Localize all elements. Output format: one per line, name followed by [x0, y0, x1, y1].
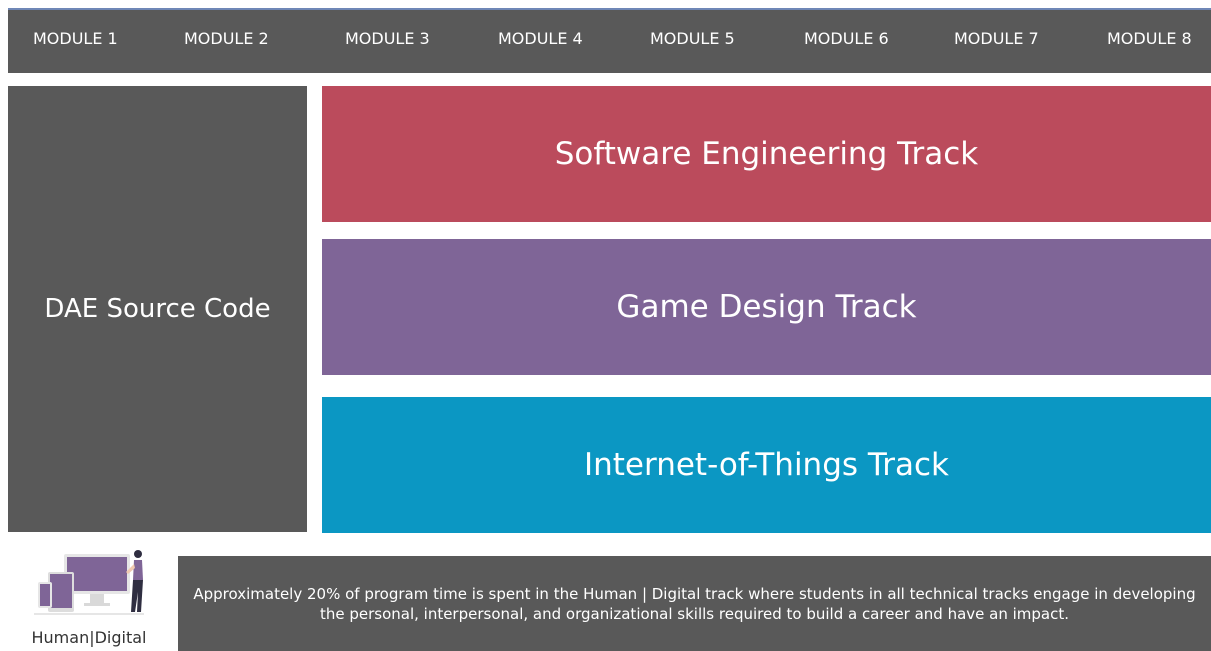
module-7-label: MODULE 7	[954, 29, 1039, 48]
module-8-label: MODULE 8	[1107, 29, 1192, 48]
dae-source-code-label: DAE Source Code	[44, 294, 271, 324]
software-engineering-track-block: Software Engineering Track	[322, 86, 1211, 222]
game-design-track-label: Game Design Track	[616, 289, 917, 325]
modules-bar: MODULE 1 MODULE 2 MODULE 3 MODULE 4 MODU…	[8, 8, 1211, 73]
software-engineering-track-label: Software Engineering Track	[554, 136, 979, 172]
human-digital-logo: Human|Digital	[24, 548, 154, 651]
internet-of-things-track-label: Internet-of-Things Track	[583, 447, 950, 483]
human-digital-description: Approximately 20% of program time is spe…	[193, 584, 1196, 623]
module-6-label: MODULE 6	[804, 29, 889, 48]
human-digital-description-block: Approximately 20% of program time is spe…	[178, 556, 1211, 651]
human-digital-illustration-icon	[34, 550, 144, 615]
dae-source-code-block: DAE Source Code	[8, 86, 307, 532]
module-5-label: MODULE 5	[650, 29, 735, 48]
module-2-label: MODULE 2	[184, 29, 269, 48]
module-1-label: MODULE 1	[33, 29, 118, 48]
human-digital-logo-label: Human|Digital	[31, 628, 147, 647]
game-design-track-block: Game Design Track	[322, 239, 1211, 375]
module-4-label: MODULE 4	[498, 29, 583, 48]
internet-of-things-track-block: Internet-of-Things Track	[322, 397, 1211, 533]
module-3-label: MODULE 3	[345, 29, 430, 48]
